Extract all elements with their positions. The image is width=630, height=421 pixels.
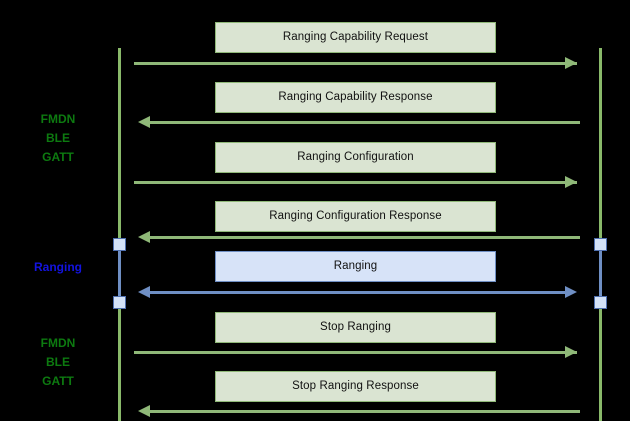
message-arrowhead-right-1 bbox=[565, 57, 577, 69]
phase-label-ranging: Ranging bbox=[34, 260, 82, 274]
message-arrowhead-right-3 bbox=[565, 176, 577, 188]
left-lifeline-green-upper bbox=[118, 48, 121, 241]
left-lifeline-green-lower bbox=[118, 308, 121, 421]
right-lifeline-blue-ranging bbox=[599, 241, 602, 308]
message-arrow-line-5 bbox=[150, 291, 565, 294]
message-box-ranging-capability-response: Ranging Capability Response bbox=[215, 82, 496, 113]
message-arrow-line-1 bbox=[134, 62, 577, 65]
message-arrow-line-4 bbox=[150, 236, 580, 239]
message-arrowhead-right-6 bbox=[565, 346, 577, 358]
message-arrow-line-7 bbox=[150, 410, 580, 413]
message-arrow-line-2 bbox=[150, 121, 580, 124]
message-box-stop-ranging-response: Stop Ranging Response bbox=[215, 371, 496, 402]
message-arrow-line-3 bbox=[134, 181, 577, 184]
right-lifeline-green-upper bbox=[599, 48, 602, 241]
message-arrowhead-right-5 bbox=[565, 286, 577, 298]
message-box-ranging-capability-request: Ranging Capability Request bbox=[215, 22, 496, 53]
message-arrowhead-left-4 bbox=[138, 231, 150, 243]
message-arrowhead-left-2 bbox=[138, 116, 150, 128]
phase-label-bottom: FMDN BLE GATT bbox=[40, 336, 76, 388]
activation-marker-right-top bbox=[594, 238, 607, 251]
message-box-stop-ranging: Stop Ranging bbox=[215, 312, 496, 343]
activation-marker-left-bottom bbox=[113, 296, 126, 309]
message-box-ranging: Ranging bbox=[215, 251, 496, 282]
message-arrowhead-left-5 bbox=[138, 286, 150, 298]
right-lifeline-green-lower bbox=[599, 308, 602, 421]
left-lifeline-blue-ranging bbox=[118, 241, 121, 308]
message-arrowhead-left-7 bbox=[138, 405, 150, 417]
phase-label-top: FMDN BLE GATT bbox=[40, 112, 76, 164]
message-arrow-line-6 bbox=[134, 351, 577, 354]
activation-marker-left-top bbox=[113, 238, 126, 251]
message-box-ranging-configuration-response: Ranging Configuration Response bbox=[215, 201, 496, 232]
activation-marker-right-bottom bbox=[594, 296, 607, 309]
message-box-ranging-configuration: Ranging Configuration bbox=[215, 142, 496, 173]
